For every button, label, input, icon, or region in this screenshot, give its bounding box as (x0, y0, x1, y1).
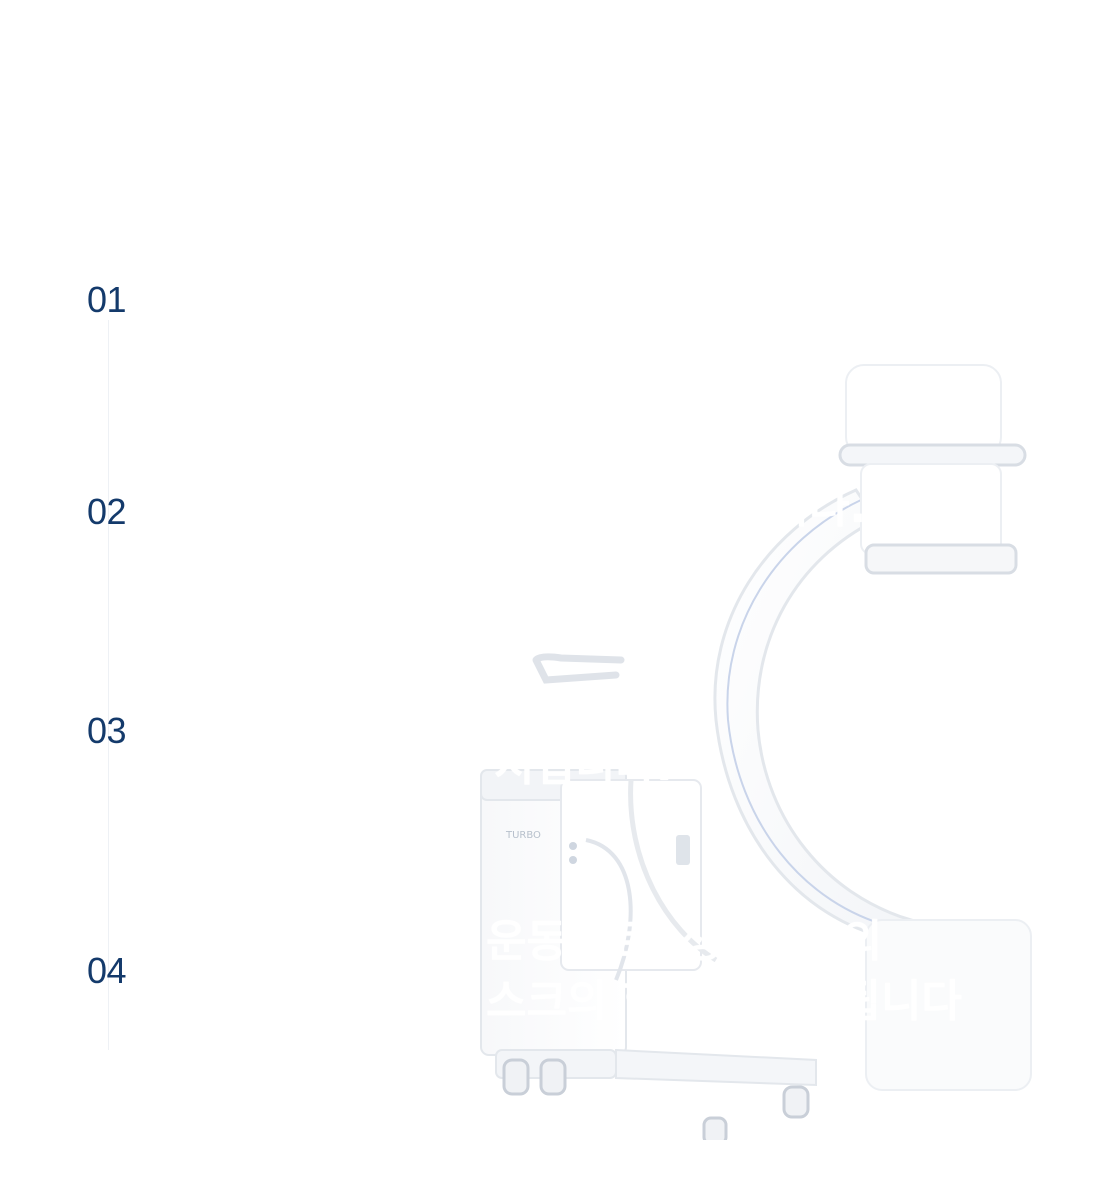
detector-top (845, 364, 1002, 456)
step-03-description-line-2: 지집니다. (494, 740, 673, 791)
step-04-description-line-2: 스크의 형태가 악화됩니다 (486, 976, 962, 1027)
wheels (502, 1058, 810, 1140)
detector-body (860, 463, 1002, 555)
base-leg (615, 1048, 817, 1087)
step-03-description-line-1: 위에 통증이 (494, 680, 712, 731)
step-03-description: 위에 통증이 지집니다. (494, 676, 712, 796)
step-04-description-line-1: 운동치료, 생활습관의 (486, 916, 883, 967)
step-number-02: 02 (87, 491, 127, 532)
handle-bar (532, 653, 625, 684)
step-number-01: 01 (87, 279, 127, 320)
step-02-description: 됩니다. (728, 478, 866, 538)
step-04-description: 운동치료, 생활습관의 스크의 형태가 악화됩니다 (486, 912, 962, 1032)
detector-ring (838, 443, 1027, 467)
step-02-description-line-1: 됩니다. (728, 482, 867, 533)
timeline-line (108, 320, 109, 1050)
device-label: TURBO (505, 830, 541, 841)
xray-tube (865, 919, 1032, 1091)
c-arm-xray-machine-icon: TURBO (480, 364, 1032, 1140)
detector-base (864, 543, 1018, 575)
step-number-03: 03 (87, 710, 127, 751)
step-number-04: 04 (87, 950, 127, 991)
